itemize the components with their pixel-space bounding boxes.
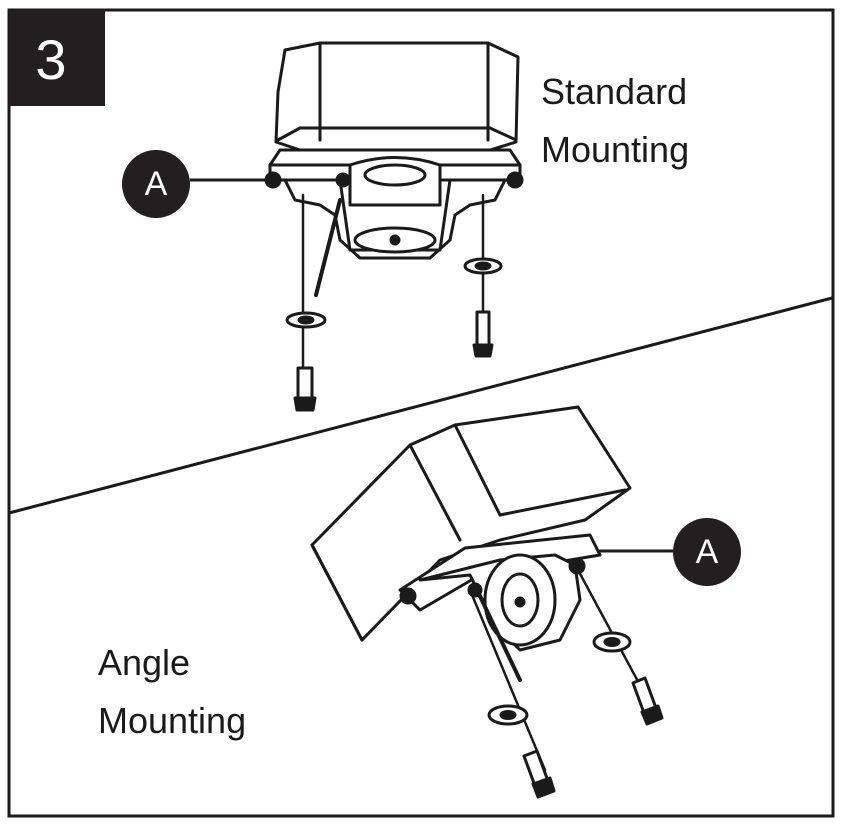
standard-mounting-label-line1: Standard — [541, 71, 688, 112]
step-badge — [9, 10, 105, 106]
angle-mounting-label: Angle Mounting — [98, 634, 246, 750]
angle-mounting-label-line2: Mounting — [98, 700, 247, 741]
standard-mount-fixture — [264, 41, 524, 412]
step-number: 3 — [35, 28, 67, 91]
callout-a-bottom-letter: A — [695, 533, 719, 571]
callout-a-bottom — [598, 518, 741, 586]
angle-mount-fixture — [310, 405, 664, 799]
standard-mounting-label: Standard Mounting — [541, 63, 689, 179]
angle-mounting-label-line1: Angle — [98, 642, 191, 683]
callout-a-top — [122, 150, 273, 218]
section-divider — [8, 296, 833, 515]
callout-a-top-letter: A — [144, 165, 168, 203]
standard-mounting-label-line2: Mounting — [541, 129, 690, 170]
